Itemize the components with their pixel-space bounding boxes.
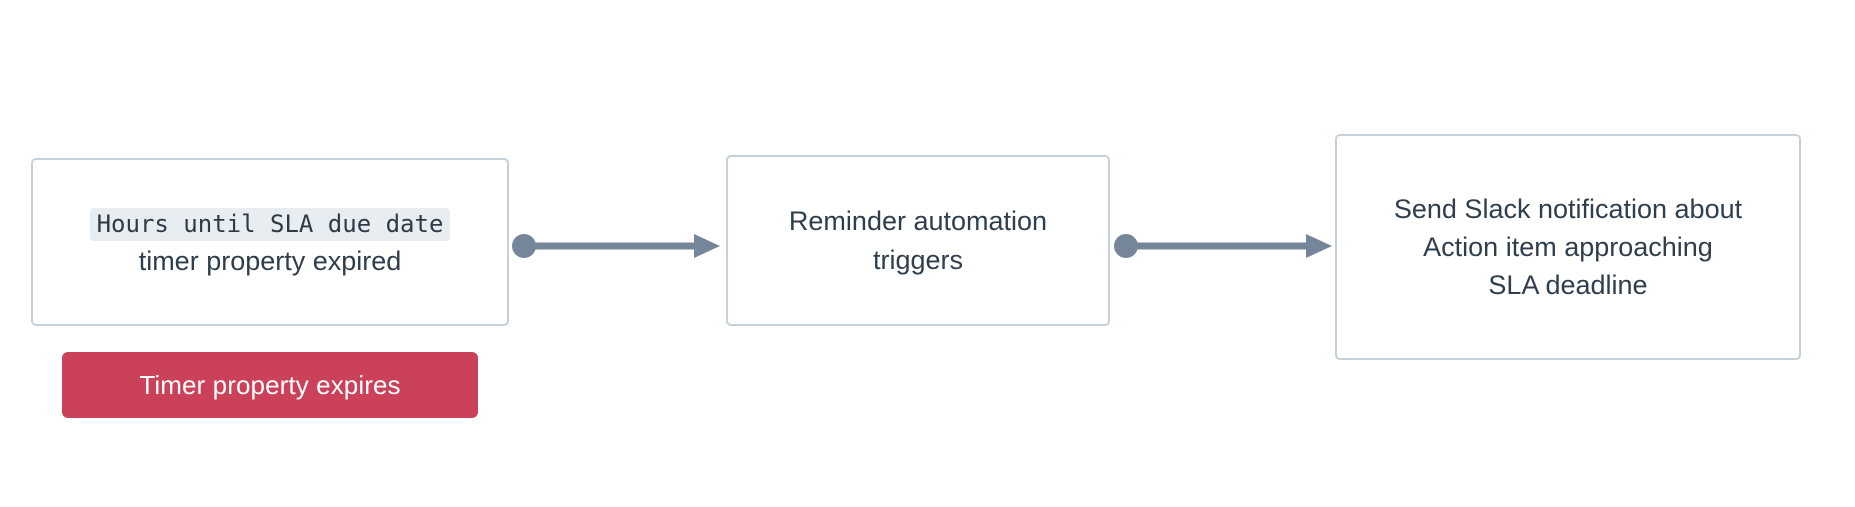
automation-node-line-2: triggers <box>872 244 964 275</box>
connector-automation-to-action <box>1110 226 1340 266</box>
automation-node-text: Reminder automation triggers <box>742 202 1094 279</box>
trigger-node-text: Hours until SLA due date timer property … <box>47 204 493 281</box>
connector-arrowhead-icon <box>1306 234 1332 258</box>
action-node-line-3: SLA deadline <box>1488 270 1648 301</box>
trigger-node-line-2: timer property expired <box>138 246 402 276</box>
action-node-line-1: Send Slack notification about <box>1393 193 1743 224</box>
timer-property-code-chip: Hours until SLA due date <box>89 207 451 242</box>
connector-trigger-to-automation <box>508 226 728 266</box>
timer-expires-badge-label: Timer property expires <box>139 369 401 400</box>
timer-expires-badge[interactable]: Timer property expires <box>62 352 478 418</box>
action-node-line-2: Action item approaching <box>1423 231 1713 262</box>
trigger-node-line-1: Hours until SLA due date <box>47 204 493 242</box>
action-node[interactable]: Send Slack notification about Action ite… <box>1335 134 1801 360</box>
connector-arrowhead-icon <box>694 234 720 258</box>
trigger-node[interactable]: Hours until SLA due date timer property … <box>31 158 509 326</box>
automation-node-line-1: Reminder automation <box>788 206 1048 237</box>
action-node-text: Send Slack notification about Action ite… <box>1351 190 1785 305</box>
automation-node[interactable]: Reminder automation triggers <box>726 155 1110 326</box>
